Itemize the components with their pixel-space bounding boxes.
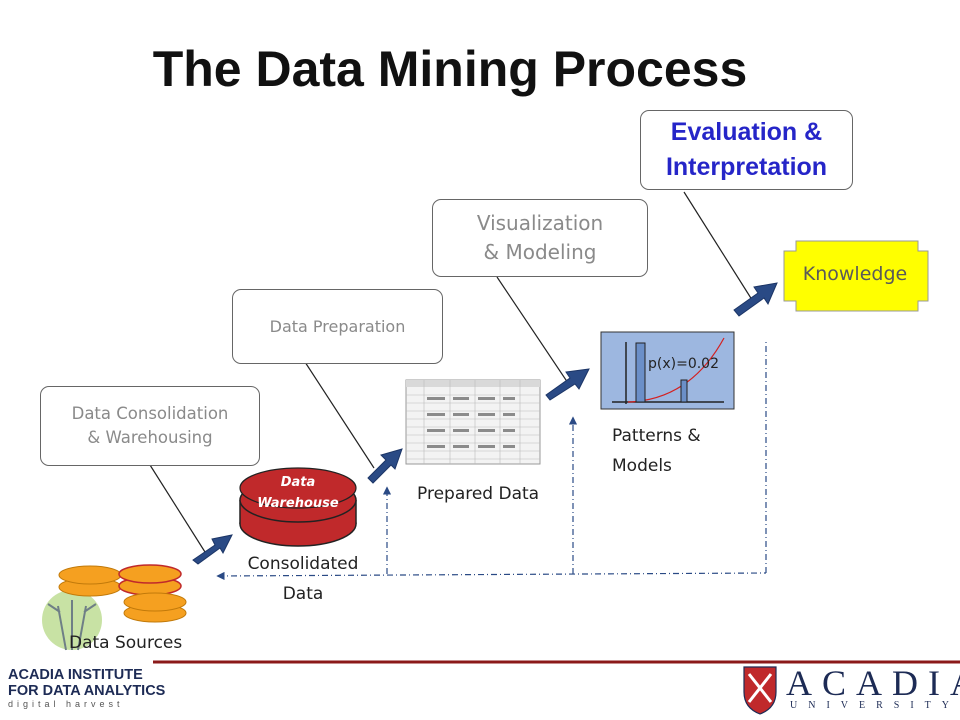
- acadia-institute-logo: ACADIA INSTITUTE FOR DATA ANALYTICS digi…: [8, 667, 166, 710]
- flow-arrow-1: [192, 534, 233, 565]
- data-warehouse-icon: [239, 467, 357, 547]
- consolidated-data-label: Consolidated Data: [247, 554, 359, 604]
- connector-line-evaluation: [683, 191, 755, 304]
- prepared-data-table-icon: [405, 379, 541, 465]
- data-warehouse-label: Data Warehouse: [257, 475, 339, 512]
- step-consolidation-box: Data Consolidation & Warehousing: [40, 386, 260, 466]
- acadia-crest-icon: [743, 666, 777, 715]
- acadia-university-name: ACADIA: [786, 663, 960, 703]
- flow-arrow-3: [545, 368, 590, 401]
- step-consolidation-label: Data Consolidation & Warehousing: [71, 404, 229, 447]
- knowledge-label: Knowledge: [802, 263, 908, 285]
- knowledge-plaque: [783, 240, 929, 312]
- step-preparation-label: Data Preparation: [269, 316, 406, 336]
- data-sources-label: Data Sources: [69, 633, 183, 653]
- logo-left-line2: FOR DATA ANALYTICS: [8, 682, 166, 699]
- connector-line-consolidation: [149, 464, 206, 553]
- step-evaluation-label: Evaluation & Interpretation: [665, 118, 828, 181]
- logo-left-tagline: digital harvest: [8, 698, 124, 709]
- flow-arrow-4: [733, 282, 778, 317]
- connector-line-visualization: [496, 276, 571, 387]
- acadia-university-sub: UNIVERSITY: [790, 700, 960, 711]
- step-visualization-box: Visualization & Modeling: [432, 199, 648, 277]
- step-evaluation-box: Evaluation & Interpretation: [640, 110, 853, 190]
- prepared-data-label: Prepared Data: [417, 484, 540, 504]
- data-sources-icon: [42, 564, 187, 651]
- connector-line-preparation: [304, 361, 375, 469]
- logo-left-line1: ACADIA INSTITUTE: [8, 667, 143, 683]
- flow-arrow-2: [367, 448, 403, 484]
- step-visualization-label: Visualization & Modeling: [476, 211, 604, 264]
- patterns-models-label: Patterns & Models: [612, 426, 701, 476]
- step-preparation-box: Data Preparation: [232, 289, 443, 364]
- page-title: The Data Mining Process: [152, 41, 748, 97]
- model-plot-icon: [600, 331, 735, 410]
- feedback-loop: [216, 340, 767, 581]
- probability-label: p(x)=0.02: [648, 356, 719, 372]
- flow-arrows: [192, 282, 778, 565]
